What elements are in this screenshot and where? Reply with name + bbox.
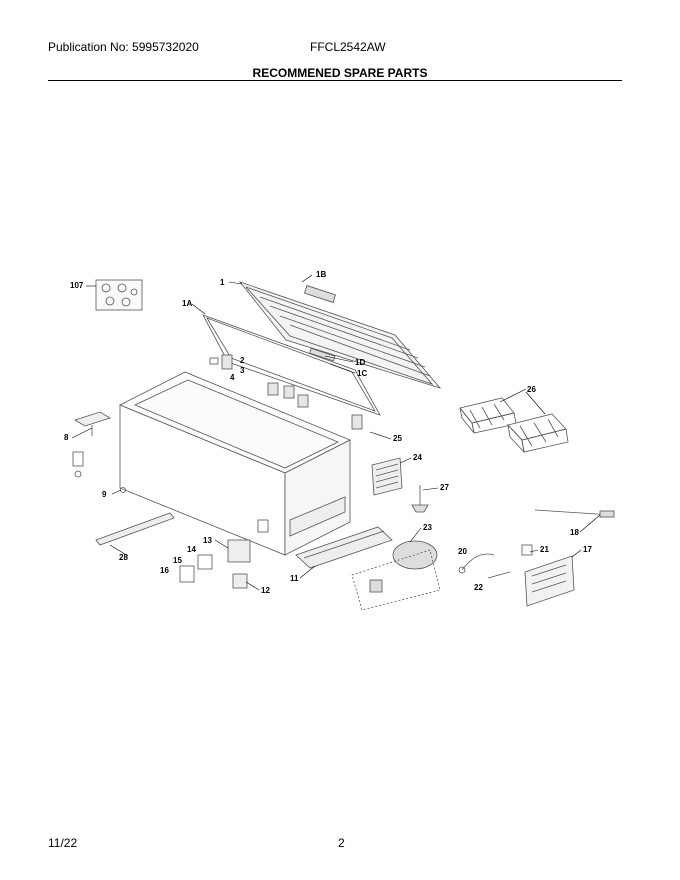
part-1-lid <box>238 281 442 389</box>
callout-22: 22 <box>474 583 483 592</box>
part-8-foot <box>72 411 111 478</box>
callout-1c: 1C <box>357 369 367 378</box>
page-title: RECOMMENED SPARE PARTS <box>252 66 428 80</box>
callout-4: 4 <box>230 373 235 382</box>
part-17-cover <box>524 555 575 607</box>
callout-13: 13 <box>203 536 212 545</box>
callout-3: 3 <box>240 366 245 375</box>
callout-8: 8 <box>64 433 69 442</box>
callout-27: 27 <box>440 483 449 492</box>
callout-1a: 1A <box>182 299 192 308</box>
callout-9: 9 <box>102 490 107 499</box>
footer-date: 11/22 <box>48 836 78 850</box>
hinges <box>209 354 363 430</box>
publication-number: Publication No: 5995732020 <box>48 40 199 54</box>
cabinet <box>119 371 351 556</box>
callout-11: 11 <box>290 574 299 583</box>
part-27-probe <box>411 485 429 513</box>
part-23-compressor <box>351 540 441 611</box>
part-26-baskets <box>459 397 569 454</box>
callout-107: 107 <box>70 281 84 290</box>
callout-18: 18 <box>570 528 579 537</box>
parts-20-21-22 <box>458 544 533 579</box>
callout-14: 14 <box>187 545 196 554</box>
part-11-base <box>295 526 393 569</box>
control-parts <box>179 539 251 589</box>
callout-2: 2 <box>240 356 245 365</box>
callout-28: 28 <box>119 553 128 562</box>
callout-21: 21 <box>540 545 549 554</box>
callout-12: 12 <box>261 586 270 595</box>
page-number: 2 <box>338 836 345 850</box>
callout-16: 16 <box>160 566 169 575</box>
callout-1: 1 <box>220 278 225 287</box>
callout-23: 23 <box>423 523 432 532</box>
part-18-cord <box>534 509 615 518</box>
callout-17: 17 <box>583 545 592 554</box>
callout-25: 25 <box>393 434 402 443</box>
part-107-illustration <box>95 279 143 311</box>
callout-1b: 1B <box>316 270 326 279</box>
callout-24: 24 <box>413 453 422 462</box>
callout-26: 26 <box>527 385 536 394</box>
header-rule <box>48 80 622 81</box>
callout-20: 20 <box>458 547 467 556</box>
callout-15: 15 <box>173 556 182 565</box>
model-number: FFCL2542AW <box>310 40 386 54</box>
part-28-rail <box>95 512 175 546</box>
part-24-grille <box>371 457 403 496</box>
callout-1d: 1D <box>355 358 365 367</box>
part-1a-gasket <box>202 314 381 416</box>
